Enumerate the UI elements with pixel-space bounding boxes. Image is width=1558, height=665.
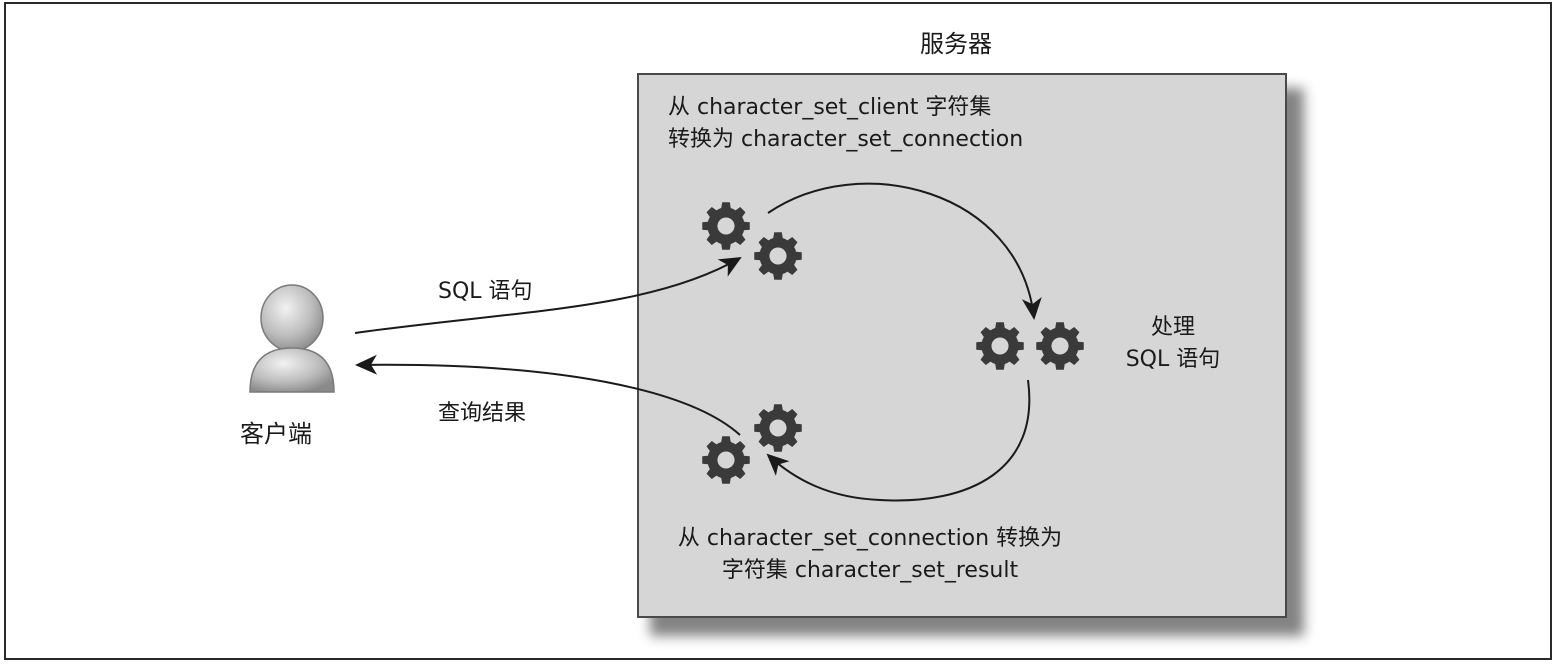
gears-icon-process (976, 322, 1084, 370)
response-arrow (355, 354, 741, 436)
process-label: 处理 SQL 语句 (1108, 312, 1238, 376)
convert-in-label: 从 character_set_client 字符集 转换为 character… (668, 92, 1023, 156)
gears-icon-convert-in (702, 202, 802, 280)
request-arrow (354, 257, 742, 334)
convert-out-line-1: 从 character_set_connection 转换为 (677, 526, 1063, 551)
response-flow-label: 查询结果 (438, 401, 527, 426)
from-process-arrow (766, 379, 1031, 502)
client-label: 客户端 (240, 420, 312, 448)
convert-out-label: 从 character_set_connection 转换为 字符集 chara… (650, 523, 1090, 587)
request-flow-label: SQL 语句 (438, 279, 533, 304)
convert-in-line-2: 转换为 character_set_connection (668, 127, 1024, 152)
server-box (637, 73, 1287, 618)
convert-in-line-1: 从 character_set_client 字符集 (668, 95, 992, 120)
convert-out-line-2: 字符集 character_set_result (721, 558, 1019, 583)
user-icon (249, 284, 335, 393)
process-line-1: 处理 (1150, 315, 1195, 340)
server-title: 服务器 (920, 30, 992, 58)
gears-icon-convert-out (702, 404, 802, 484)
to-process-arrow (767, 182, 1042, 320)
process-line-2: SQL 语句 (1125, 347, 1221, 372)
